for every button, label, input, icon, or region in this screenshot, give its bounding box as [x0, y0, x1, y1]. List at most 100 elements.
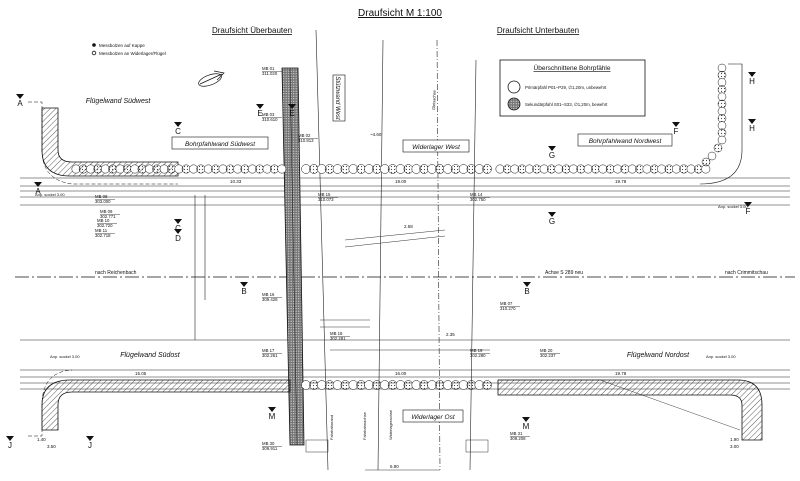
north-arrow-icon: [198, 70, 225, 87]
left-title: Draufsicht Überbauten: [212, 26, 292, 35]
pile: [277, 164, 287, 174]
section-letter: B: [241, 287, 246, 296]
measuring-point-id: MB 20: [540, 348, 553, 353]
pile: [613, 164, 623, 174]
pile: [255, 164, 265, 174]
note-gleisachse: Gleisachse: [431, 89, 437, 110]
fluegel-no-wall: [497, 379, 763, 441]
section-letter: M: [269, 412, 276, 421]
center-construction: [305, 229, 490, 471]
axis-label-center: Achse S 289 neu: [545, 270, 583, 276]
measuring-point-id: MB 09: [100, 209, 113, 214]
dim-2-35: 2.35: [446, 332, 455, 337]
pile: [583, 164, 593, 174]
label-fluegel-sw: Flügelwand Südwest: [86, 98, 152, 105]
dim-15-05: 15.05: [135, 371, 147, 376]
note-widerlagerachse: Widerlagerachse: [388, 409, 393, 440]
pile: [137, 164, 147, 174]
pile-legend-title: Überschnittene Bohrpfähle: [534, 64, 611, 72]
pile: [701, 157, 711, 167]
dim-16-00: 16.00: [395, 371, 407, 376]
pile: [642, 164, 652, 174]
measuring-point-id: MB 08: [95, 194, 108, 199]
measuring-point-value: 303.000: [95, 199, 111, 204]
label-bohrpfahl-sw: Bohrpfahlwand Südwest: [185, 141, 256, 148]
pile: [196, 164, 206, 174]
pile: [717, 70, 727, 80]
bolt-legend-item1: Messbolzen auf Kappe: [99, 43, 145, 48]
pile: [713, 143, 723, 153]
measuring-point-id: MB 07: [500, 301, 513, 306]
label-widerlager-west: Widerlager West: [412, 144, 461, 151]
pile: [717, 121, 727, 130]
pile: [108, 164, 118, 174]
axis-label-left: nach Reichenbach: [95, 270, 137, 276]
pile: [181, 164, 191, 174]
secondary-pile-icon: [507, 97, 521, 111]
pile: [627, 164, 637, 174]
dim-10-33: 10.33: [230, 179, 242, 184]
measuring-point-value: 310.610: [262, 117, 278, 122]
section-marker: B: [523, 282, 531, 296]
section-marker: B: [240, 282, 248, 296]
pile: [707, 151, 717, 161]
section-marker: C: [174, 219, 182, 233]
measuring-point-value: 302.771: [100, 214, 116, 219]
measuring-point-id: MB 17: [262, 348, 275, 353]
section-letter: A: [35, 187, 41, 196]
label-stuetzwand: Stützwand West: [334, 76, 340, 120]
section-letter: D: [175, 234, 181, 243]
pile: [78, 164, 88, 174]
pile: [554, 164, 564, 174]
section-marker: H: [748, 119, 756, 133]
label-widerlager-ost: Widerlager Ost: [411, 414, 455, 421]
measuring-point-value: 302.280: [470, 353, 486, 358]
section-letter: C: [175, 127, 181, 136]
measuring-point-id: MB 11: [95, 228, 108, 233]
section-marker: A: [16, 94, 24, 108]
pile: [717, 85, 727, 94]
main-title: Draufsicht M 1:100: [358, 8, 442, 19]
dim-4-60: ~4.60: [370, 132, 382, 137]
skew-lines: [194, 29, 477, 471]
measuring-point-id: MB 14: [470, 192, 483, 197]
section-marker: H: [748, 72, 756, 86]
measuring-point-value: 309.428: [262, 297, 278, 302]
axis-label-right: nach Crimmitschau: [725, 270, 768, 276]
measuring-point-id: MB 01: [262, 66, 275, 71]
measuring-point-id: MB 02: [298, 133, 311, 138]
corner-outline: [699, 63, 743, 185]
section-letter: F: [746, 207, 751, 216]
pile: [717, 99, 727, 109]
pile: [717, 114, 727, 123]
label-fluegel-so: Flügelwand Südost: [120, 352, 181, 359]
pile: [152, 164, 162, 174]
pile: [211, 164, 221, 174]
section-letter: G: [549, 217, 555, 226]
measuring-point-value: 302.261: [262, 353, 278, 358]
section-marker: M: [522, 417, 530, 431]
note-anp-sockel-3: Anp. sockel 3.00: [50, 354, 80, 359]
section-letter: G: [549, 151, 555, 160]
section-letter: A: [17, 99, 23, 108]
fluegel-so-wall: [28, 369, 291, 437]
right-title: Draufsicht Unterbauten: [497, 26, 579, 35]
dimension-texts: 10.33 19.00 19.78 15.05 16.00 19.78 6.90…: [37, 132, 739, 469]
pile-legend-secondary: Sekundärpfahl S01–S33, ∅1,20m, bewehrt: [525, 102, 608, 107]
measuring-point-id: MB 19: [470, 348, 483, 353]
pile: [93, 164, 103, 174]
note-fahrbahnachse: Fahrbahnachse: [362, 411, 367, 440]
bolt-legend: Messbolzen auf Kappe Messbolzen an Wider…: [91, 43, 166, 56]
pile: [240, 164, 250, 174]
